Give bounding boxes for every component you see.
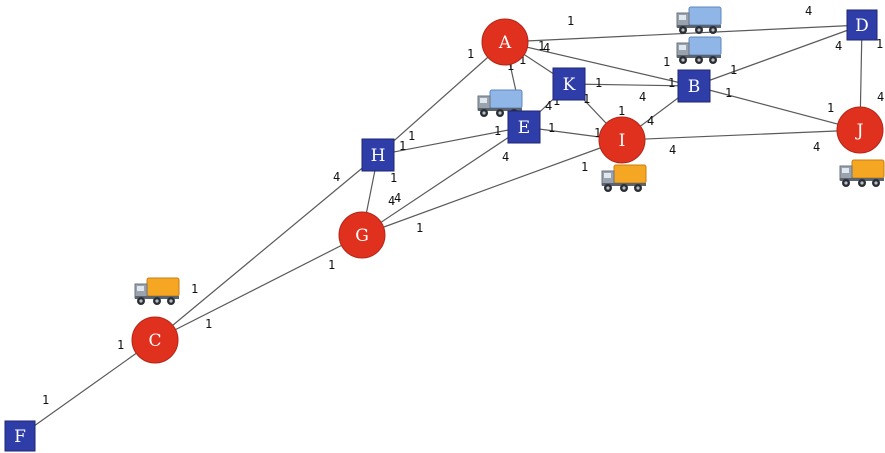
edge-weight-label: 1 (618, 104, 625, 118)
node-b[interactable]: B (677, 69, 711, 103)
truck-yellow-icon (839, 159, 885, 187)
edge-weight-label: 1 (467, 47, 474, 61)
node-circle (598, 116, 646, 164)
node-circle (836, 106, 884, 154)
edge-b-d (693, 24, 863, 87)
edge-weight-label: 1 (668, 76, 675, 90)
truck-blue-icon (676, 6, 722, 34)
edge-weight-label: 4 (669, 143, 676, 157)
node-square (677, 69, 711, 103)
node-d[interactable]: D (846, 9, 878, 41)
edge-weight-label: 1 (827, 101, 834, 115)
truck-blue-icon (676, 36, 722, 64)
edge-weight-label: 1 (117, 338, 124, 352)
edge-h-c (154, 154, 379, 341)
edge-weight-label: 1 (538, 39, 545, 53)
edge-weight-label: 1 (507, 59, 514, 73)
edge-weight-label: 1 (553, 94, 560, 108)
edge-weight-label: 1 (583, 92, 590, 106)
node-h[interactable]: H (361, 138, 395, 172)
edge-weight-label: 4 (543, 41, 550, 55)
edge-weight-label: 1 (42, 393, 49, 407)
edge-b-j (693, 85, 861, 131)
edge-weight-label: 4 (639, 90, 646, 104)
node-label: C (148, 331, 161, 351)
edge-e-g (361, 126, 525, 236)
edge-labels-layer: 1411411111411114414111444111441144114111… (42, 4, 884, 407)
edge-weight-label: 4 (502, 150, 509, 164)
edge-e-h (377, 126, 525, 156)
node-label: B (688, 77, 701, 97)
edge-c-f (19, 339, 156, 437)
edge-i-g (361, 139, 623, 236)
edge-a-b (504, 41, 695, 87)
edge-weight-label: 1 (191, 282, 198, 296)
edge-i-j (621, 129, 861, 141)
edge-weight-label: 1 (390, 171, 397, 185)
node-label: E (518, 118, 530, 138)
node-square (507, 110, 541, 144)
node-circle (481, 18, 529, 66)
edge-weight-label: 4 (805, 4, 812, 18)
edge-weight-label: 1 (416, 221, 423, 235)
node-label: G (355, 226, 369, 246)
edge-weight-label: 1 (876, 37, 883, 51)
truck-blue-icon (477, 89, 523, 117)
edge-weight-label: 1 (581, 160, 588, 174)
node-j[interactable]: J (836, 106, 884, 154)
node-square (361, 138, 395, 172)
edge-weight-label: 4 (388, 194, 395, 208)
node-square (552, 67, 586, 101)
node-label: H (371, 146, 386, 166)
edge-weight-label: 1 (328, 258, 335, 272)
node-label: K (563, 75, 576, 95)
nodes-layer: A B C D E F G H I J K (4, 9, 884, 452)
edge-k-b (568, 83, 695, 87)
edge-weight-label: 4 (835, 39, 842, 53)
node-label: J (855, 121, 864, 141)
edge-weight-label: 1 (594, 126, 601, 140)
edge-weight-label: 4 (813, 140, 820, 154)
node-label: A (498, 33, 512, 53)
node-square (846, 9, 878, 41)
node-square (4, 420, 36, 452)
node-circle (131, 316, 179, 364)
edge-weight-label: 1 (399, 139, 406, 153)
edge-weight-label: 4 (333, 170, 340, 184)
node-label: I (619, 131, 626, 151)
edge-weight-label: 4 (394, 191, 401, 205)
edge-weight-label: 1 (567, 14, 574, 28)
node-label: F (14, 427, 26, 447)
node-i[interactable]: I (598, 116, 646, 164)
edge-weight-label: 4 (877, 90, 884, 104)
edge-weight-label: 1 (663, 55, 670, 69)
node-g[interactable]: G (338, 211, 386, 259)
edge-weight-label: 4 (545, 99, 552, 113)
truck-yellow-icon (134, 277, 180, 305)
edge-g-c (154, 234, 363, 341)
edge-weight-label: 1 (548, 121, 555, 135)
edge-weight-label: 1 (519, 53, 526, 67)
edges-layer (19, 24, 863, 437)
node-f[interactable]: F (4, 420, 36, 452)
node-label: D (855, 16, 869, 36)
edge-weight-label: 4 (647, 114, 654, 128)
node-circle (338, 211, 386, 259)
edge-weight-label: 1 (408, 129, 415, 143)
edge-weight-label: 1 (494, 124, 501, 138)
edge-weight-label: 1 (595, 76, 602, 90)
edge-weight-label: 1 (205, 317, 212, 331)
edge-weight-label: 1 (725, 86, 732, 100)
truck-yellow-icon (601, 164, 647, 192)
node-e[interactable]: E (507, 110, 541, 144)
node-k[interactable]: K (552, 67, 586, 101)
node-a[interactable]: A (481, 18, 529, 66)
edge-a-h (377, 41, 506, 156)
trucks-layer (134, 6, 885, 305)
edge-weight-label: 1 (730, 63, 737, 77)
node-c[interactable]: C (131, 316, 179, 364)
